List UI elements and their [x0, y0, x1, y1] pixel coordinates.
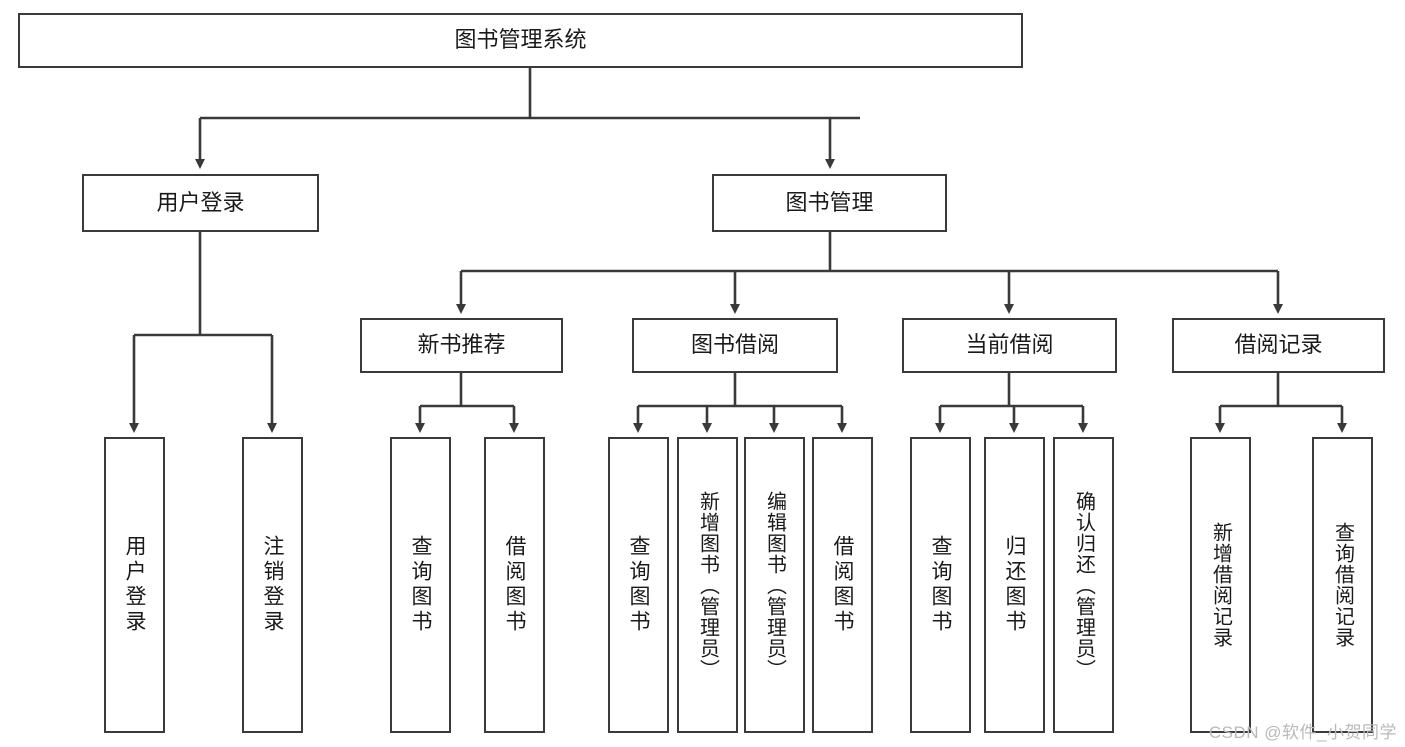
leaf-return-book-label: 归还图书 — [1003, 535, 1026, 635]
node-new-book-recommend-label: 新书推荐 — [417, 332, 506, 358]
node-root-label: 图书管理系统 — [454, 27, 587, 53]
leaf-return-book[interactable]: 归还图书 — [984, 437, 1045, 733]
leaf-query-books-current-label: 查询图书 — [929, 535, 952, 635]
leaf-logout-label: 注销登录 — [261, 535, 284, 635]
leaf-add-borrow-record[interactable]: 新增借阅记录 — [1190, 437, 1251, 733]
node-book-borrow[interactable]: 图书借阅 — [632, 318, 838, 373]
leaf-add-book-admin-label: 新增图书（管理员） — [696, 490, 719, 680]
leaf-edit-book-admin-label: 编辑图书（管理员） — [763, 490, 786, 680]
leaf-borrow-books-new[interactable]: 借阅图书 — [484, 437, 545, 733]
node-current-borrow-label: 当前借阅 — [965, 332, 1054, 358]
leaf-confirm-return-admin-label: 确认归还（管理员） — [1072, 490, 1095, 680]
node-user-login-label: 用户登录 — [156, 189, 245, 215]
node-borrow-record-label: 借阅记录 — [1234, 332, 1323, 358]
node-current-borrow[interactable]: 当前借阅 — [902, 318, 1117, 373]
node-root[interactable]: 图书管理系统 — [18, 13, 1023, 68]
leaf-query-books-new-label: 查询图书 — [409, 535, 432, 635]
node-new-book-recommend[interactable]: 新书推荐 — [360, 318, 563, 373]
leaf-add-borrow-record-label: 新增借阅记录 — [1209, 522, 1232, 648]
leaf-logout[interactable]: 注销登录 — [242, 437, 303, 733]
node-book-management[interactable]: 图书管理 — [712, 174, 947, 232]
leaf-borrow-books-new-label: 借阅图书 — [503, 535, 526, 635]
leaf-query-borrow-record[interactable]: 查询借阅记录 — [1312, 437, 1373, 733]
node-book-borrow-label: 图书借阅 — [690, 332, 779, 358]
node-borrow-record[interactable]: 借阅记录 — [1172, 318, 1385, 373]
leaf-confirm-return-admin[interactable]: 确认归还（管理员） — [1053, 437, 1114, 733]
leaf-query-books-current[interactable]: 查询图书 — [910, 437, 971, 733]
node-user-login[interactable]: 用户登录 — [82, 174, 319, 232]
leaf-user-login[interactable]: 用户登录 — [104, 437, 165, 733]
csdn-watermark: CSDN @软件_小贺同学 — [1208, 723, 1397, 742]
leaf-query-books-borrow-label: 查询图书 — [627, 535, 650, 635]
leaf-borrow-book-label: 借阅图书 — [831, 535, 854, 635]
node-book-management-label: 图书管理 — [785, 189, 874, 215]
leaf-query-books-new[interactable]: 查询图书 — [390, 437, 451, 733]
leaf-add-book-admin[interactable]: 新增图书（管理员） — [677, 437, 738, 733]
leaf-query-borrow-record-label: 查询借阅记录 — [1331, 522, 1354, 648]
leaf-edit-book-admin[interactable]: 编辑图书（管理员） — [744, 437, 805, 733]
leaf-borrow-book[interactable]: 借阅图书 — [812, 437, 873, 733]
leaf-user-login-label: 用户登录 — [123, 535, 146, 635]
leaf-query-books-borrow[interactable]: 查询图书 — [608, 437, 669, 733]
